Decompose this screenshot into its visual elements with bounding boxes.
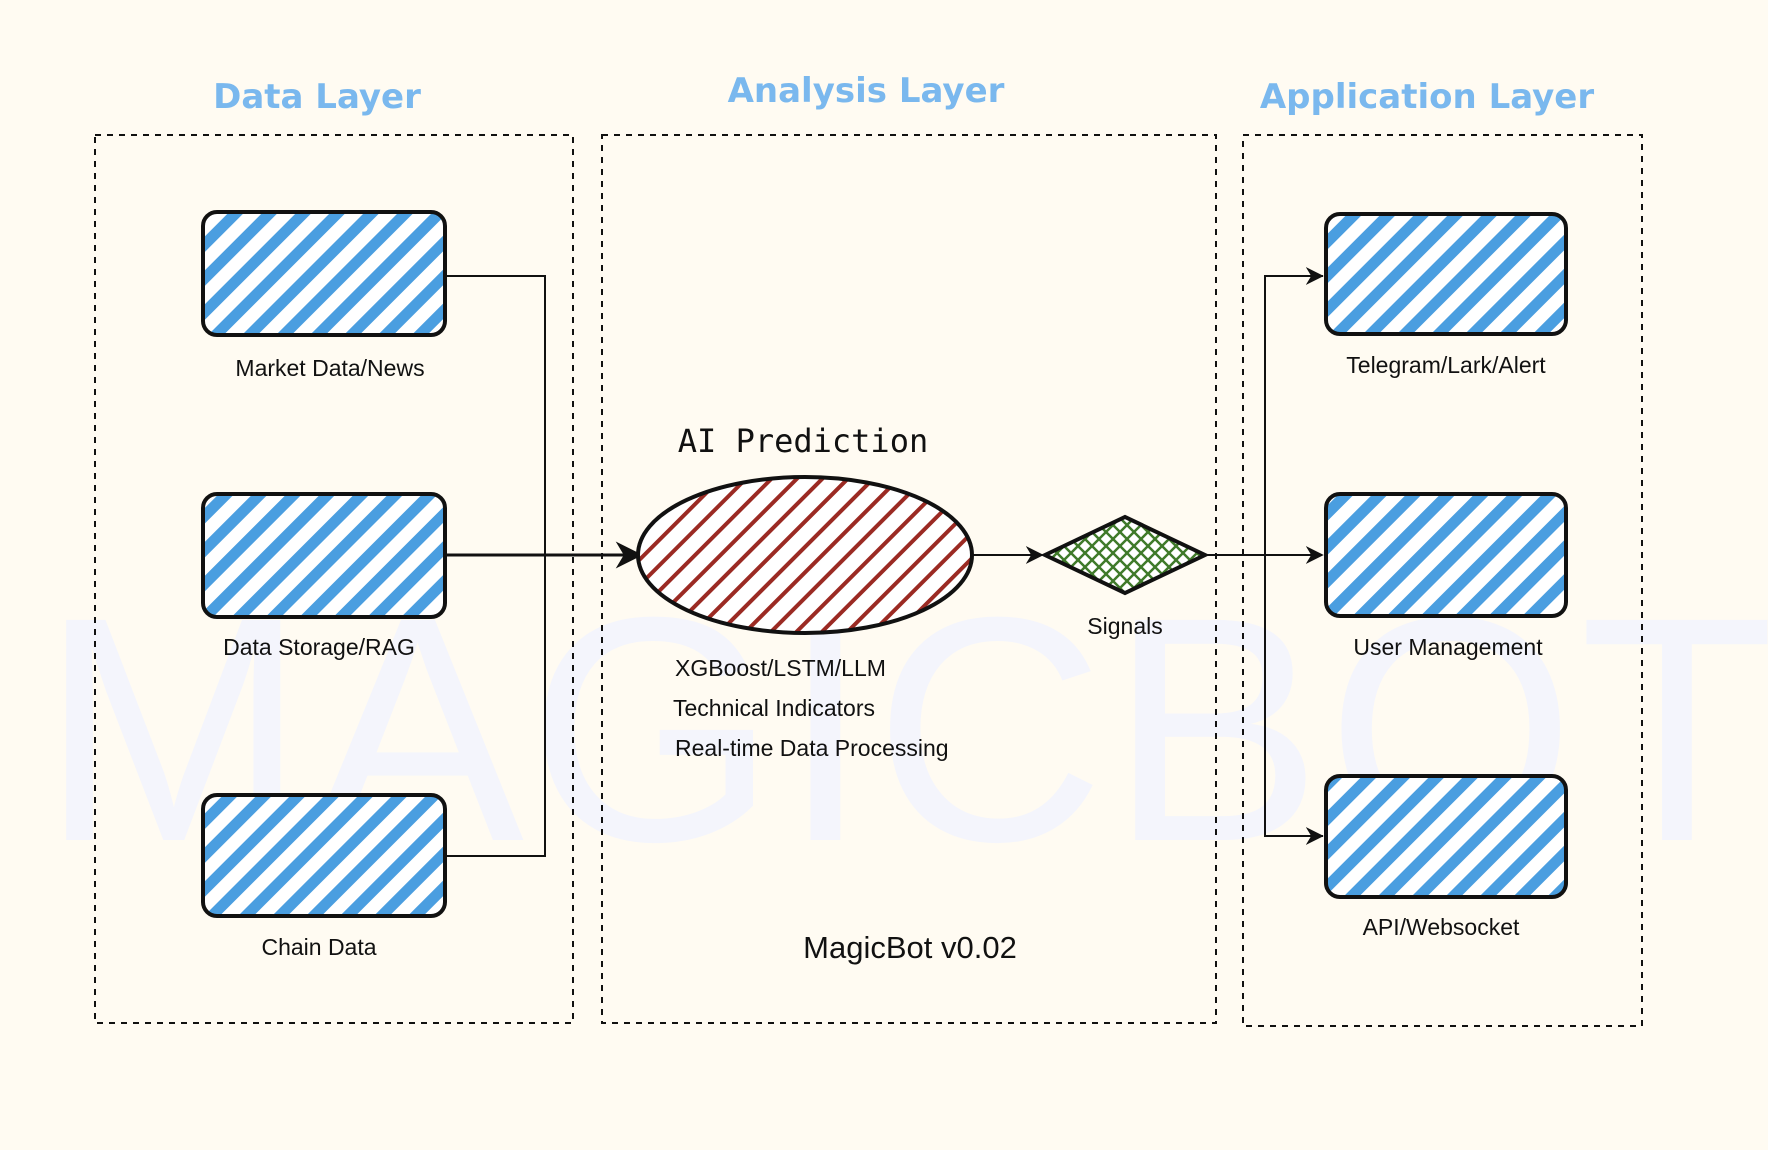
market-data-node[interactable] xyxy=(201,210,447,337)
telegram-alert-label: Telegram/Lark/Alert xyxy=(1346,352,1546,378)
ai-prediction-node[interactable] xyxy=(636,475,974,635)
ai-detail-models: XGBoost/LSTM/LLM xyxy=(675,655,886,681)
user-management-node[interactable] xyxy=(1324,492,1568,618)
signals-label: Signals xyxy=(1087,613,1162,639)
telegram-alert-node[interactable] xyxy=(1324,212,1568,336)
application-layer-container xyxy=(1242,134,1643,1027)
analysis-layer-title: Analysis Layer xyxy=(728,71,1005,111)
ai-detail-realtime: Real-time Data Processing xyxy=(675,735,949,761)
signals-node[interactable] xyxy=(1040,514,1210,596)
user-management-label: User Management xyxy=(1353,634,1543,660)
version-label: MagicBot v0.02 xyxy=(803,930,1017,965)
ai-prediction-title: AI Prediction xyxy=(678,422,928,460)
api-websocket-label: API/Websocket xyxy=(1363,914,1520,940)
chain-data-label: Chain Data xyxy=(261,934,376,960)
data-storage-label: Data Storage/RAG xyxy=(223,634,415,660)
chain-data-node[interactable] xyxy=(201,793,447,918)
data-storage-node[interactable] xyxy=(201,492,447,619)
data-bus-connector xyxy=(445,275,546,857)
data-layer-title: Data Layer xyxy=(213,77,421,117)
ai-detail-indicators: Technical Indicators xyxy=(673,695,875,721)
api-websocket-node[interactable] xyxy=(1324,774,1568,899)
analysis-layer-container xyxy=(601,134,1217,1024)
application-layer-title: Application Layer xyxy=(1260,77,1594,117)
market-data-label: Market Data/News xyxy=(235,355,424,381)
